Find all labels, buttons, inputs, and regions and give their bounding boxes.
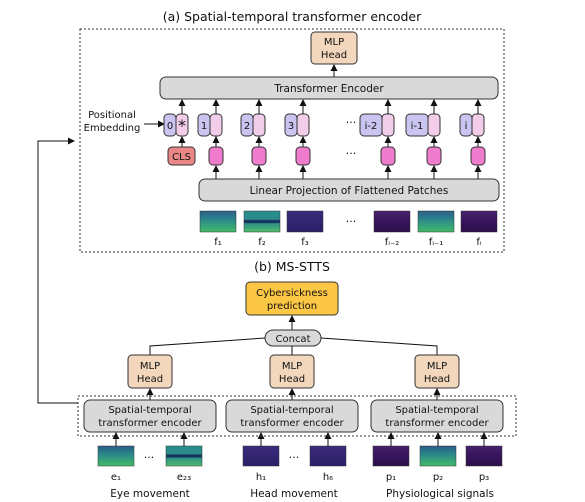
embedding-token-1 [209,113,223,137]
encoders-frame [77,395,517,437]
st-encoder-1 [225,399,359,433]
embedding-token-4 [381,113,395,137]
group-caption-1: Head movement [250,488,338,500]
head-first-tile [242,445,280,467]
eye-last-label: e₂₃ [177,472,191,483]
concat-label: Concat [276,334,311,345]
embedding-token-3 [296,113,310,137]
mlp-head-line1-2: MLP [427,361,447,372]
position-label-3: 3 [288,121,294,132]
position-label-2: 2 [244,121,250,132]
cls-label: CLS [172,152,191,163]
patch-token-2 [251,146,267,166]
patch-token-3 [295,146,311,166]
head-first-label: h₁ [256,472,266,483]
connector-right [320,337,438,355]
connector-left [149,337,266,355]
encoder-mlp-head-line2: Head [321,50,347,61]
head-last-tile [309,445,347,467]
patch-token-1 [208,146,224,166]
phys-3-tile [465,445,503,467]
token-ellipsis-1: ··· [346,147,357,160]
phys-1-label: p₁ [386,472,396,483]
eye-first-tile [97,445,135,467]
st-encoder-line2-1: transformer encoder [240,418,344,429]
st-encoder-line1-2: Spatial-temporal [395,405,478,416]
phys-1-tile [372,445,410,467]
position-label-1: 1 [201,121,207,132]
frame-spectrograms: f₁ f₂ f₃ fᵢ₋₂ fᵢ₋₁ fᵢ ··· [199,210,498,248]
mlp-head-line1-1: MLP [282,361,302,372]
positional-embedding-line1: Positional [88,110,136,121]
eye-first-label: e₁ [111,472,121,483]
mlp-head-line2-2: Head [424,374,450,385]
frame-patch-4 [417,210,455,233]
prediction-line2: prediction [267,301,317,312]
encoder-frame [79,28,505,253]
frame-ellipsis: ··· [346,215,357,228]
group-caption-0: Eye movement [110,488,189,500]
frame-patch-0 [199,210,237,233]
phys-3-label: p₃ [479,472,489,483]
transformer-encoder-label: Transformer Encoder [273,83,384,95]
msstts-section-title: (b) MS-STTS [254,259,330,274]
frame-label-5: fᵢ [476,237,482,248]
st-encoder-0 [83,399,217,433]
st-encoder-line1-0: Spatial-temporal [108,405,191,416]
frame-label-3: fᵢ₋₂ [385,237,400,248]
position-label-0: 0 [167,121,173,132]
embedding-token-2 [252,113,266,137]
frame-patch-5 [460,210,498,233]
frame-label-2: f₃ [301,237,309,248]
mlp-head-line2-0: Head [137,374,163,385]
mlp-head-line1-0: MLP [140,361,160,372]
head-ellipsis: ··· [289,451,300,464]
cls-token [167,146,196,166]
transformer-encoder-bar [159,76,499,100]
token-ellipsis-0: ··· [346,116,357,129]
patch-token-5 [426,146,442,166]
st-encoder-line2-0: transformer encoder [98,418,202,429]
feedback-arrow [37,137,78,404]
st-encoder-line1-1: Spatial-temporal [250,405,333,416]
position-label-5: i-1 [411,121,424,132]
position-label-4: i-2 [365,121,378,132]
patch-token-6 [470,146,486,166]
prediction-line1: Cybersickness [256,288,328,299]
encoder-mlp-head-line1: MLP [324,37,344,48]
linear-projection-label: Linear Projection of Flattened Patches [250,185,449,197]
eye-last-tile [165,445,203,467]
st-encoder-line2-2: transformer encoder [385,418,489,429]
embedding-token-6 [471,113,485,137]
linear-projection-bar [198,178,500,202]
frame-patch-1 [243,210,281,233]
group-caption-2: Physiological signals [386,488,494,500]
frame-patch-3 [373,210,411,233]
phys-2-label: p₂ [433,472,443,483]
frame-label-4: fᵢ₋₁ [429,237,444,248]
token-columns: 0 * CLS 1 2 3 i-2 i-1 i ··· ··· [163,99,486,179]
patch-token-4 [380,146,396,166]
encoder-section-title: (a) Spatial-temporal transformer encoder [163,9,422,24]
mlp-head-line2-1: Head [279,374,305,385]
position-label-6: i [465,121,468,132]
embedding-token-5 [427,113,441,137]
frame-label-0: f₁ [214,237,222,248]
positional-embedding-line2: Embedding [84,123,141,134]
frame-patch-2 [286,210,324,233]
head-last-label: h₆ [323,472,333,483]
star-token: * [178,116,186,135]
eye-ellipsis: ··· [144,451,155,464]
phys-2-tile [419,445,457,467]
frame-label-1: f₂ [258,237,266,248]
